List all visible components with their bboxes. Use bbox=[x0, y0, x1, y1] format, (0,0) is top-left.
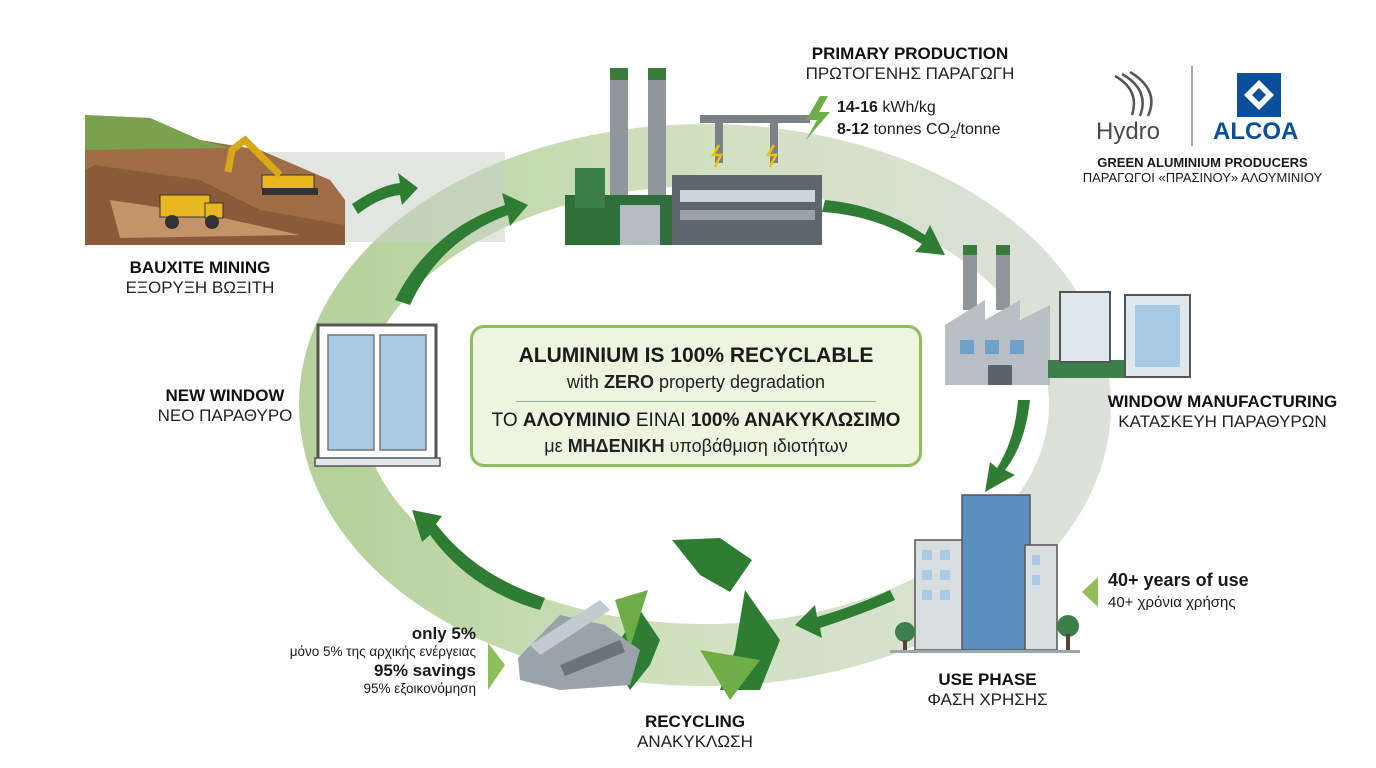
co2-tail: /tonne bbox=[956, 121, 1001, 138]
lightning-icon bbox=[806, 96, 830, 140]
recycling-accent-triangle bbox=[488, 643, 505, 690]
center-line-3: ΤΟ ΑΛΟΥΜΙΝΙΟ ΕΙΝΑΙ 100% ΑΝΑΚΥΚΛΩΣΙΜΟ bbox=[473, 410, 919, 432]
co2-unit: tonnes CO bbox=[869, 121, 950, 138]
alcoa-wordmark: ALCOA bbox=[1213, 118, 1299, 145]
arrow-mfg-to-use bbox=[985, 400, 1030, 492]
bauxite-title-gr: ΕΞΟΡΥΞΗ ΒΩΞΙΤΗ bbox=[125, 277, 275, 297]
center-line-2-zero: ZERO bbox=[603, 372, 654, 392]
tagline-gr: ΠΑΡΑΓΩΓΟΙ «ΠΡΑΣΙΝΟΥ» ΑΛΟΥΜΙΝΙΟΥ bbox=[1082, 169, 1323, 185]
years-of-use-en: 40+ years of use bbox=[1108, 570, 1249, 590]
new-window-illustration bbox=[314, 323, 441, 467]
arrow-mining-to-primary bbox=[352, 173, 418, 214]
hydro-logo-mark bbox=[1114, 70, 1153, 117]
center-message-box: ALUMINIUM IS 100% RECYCLABLE with ZERO p… bbox=[470, 325, 922, 467]
bauxite-title-en: BAUXITE MINING bbox=[129, 258, 271, 277]
center-line-1: ALUMINIUM IS 100% RECYCLABLE bbox=[518, 344, 874, 367]
new-window-title-en: NEW WINDOW bbox=[165, 386, 285, 405]
arrow-up-left bbox=[395, 193, 528, 305]
arrow-primary-to-mfg bbox=[822, 200, 945, 255]
center-line-4-b: ΜΗΔΕΝΙΚΗ bbox=[567, 436, 665, 456]
center-line-2-a: with bbox=[566, 372, 604, 392]
recycling-title-en: RECYCLING bbox=[644, 712, 746, 731]
flow-arrows bbox=[352, 173, 1030, 638]
center-line-3-d: 100% ΑΝΑΚΥΚΛΩΣΙΜΟ bbox=[690, 410, 901, 431]
use-phase-title-gr: ΦΑΣΗ ΧΡΗΣΗΣ bbox=[927, 689, 1048, 709]
energy-stat: 14-16 kWh/kg bbox=[837, 99, 936, 117]
only-5-percent: only 5% bbox=[411, 624, 476, 643]
label-new-window: NEW WINDOW ΝΕΟ ΠΑΡΑΘΥΡΟ bbox=[140, 386, 310, 425]
label-recycling: RECYCLING ΑΝΑΚΥΚΛΩΣΗ bbox=[600, 712, 790, 751]
window-mfg-title-gr: ΚΑΤΑΣΚΕΥΗ ΠΑΡΑΘΥΡΩΝ bbox=[1118, 411, 1327, 431]
center-line-3-a: ΤΟ bbox=[491, 410, 523, 431]
bauxite-mine-illustration bbox=[85, 115, 345, 245]
savings-95-percent: 95% savings bbox=[373, 660, 476, 680]
label-primary-production: PRIMARY PRODUCTION ΠΡΩΤΟΓΕΝΗΣ ΠΑΡΑΓΩΓΗ bbox=[790, 44, 1030, 83]
primary-title-gr: ΠΡΩΤΟΓΕΝΗΣ ΠΑΡΑΓΩΓΗ bbox=[805, 63, 1015, 83]
label-bauxite-mining: BAUXITE MINING ΕΞΟΡΥΞΗ ΒΩΞΙΤΗ bbox=[100, 258, 300, 297]
scrap-pile-illustration bbox=[518, 600, 640, 690]
recycling-energy-stats: only 5% μόνο 5% της αρχικής ενέργειας 95… bbox=[230, 624, 476, 697]
alcoa-logo-mark bbox=[1237, 73, 1281, 117]
center-line-4-a: με bbox=[544, 436, 568, 456]
window-factory-illustration bbox=[945, 245, 1191, 385]
recycling-title-gr: ΑΝΑΚΥΚΛΩΣΗ bbox=[637, 731, 753, 751]
window-mfg-title-en: WINDOW MANUFACTURING bbox=[1107, 392, 1338, 411]
co2-stat: 8-12 tonnes CO2/tonne bbox=[837, 121, 1001, 141]
years-of-use-gr: 40+ χρόνια χρήσης bbox=[1108, 594, 1236, 611]
smelter-illustration bbox=[565, 68, 822, 245]
center-line-3-b: ΑΛΟΥΜΙΝΙΟ bbox=[522, 410, 631, 431]
center-line-2: with ZERO property degradation bbox=[473, 372, 919, 393]
new-window-title-gr: ΝΕΟ ΠΑΡΑΘΥΡΟ bbox=[157, 405, 293, 425]
tagline-en: GREEN ALUMINIUM PRODUCERS bbox=[1097, 155, 1308, 170]
use-accent-triangle bbox=[1082, 577, 1098, 607]
arrow-recycling-to-window bbox=[412, 510, 545, 610]
label-window-manufacturing: WINDOW MANUFACTURING ΚΑΤΑΣΚΕΥΗ ΠΑΡΑΘΥΡΩΝ bbox=[1090, 392, 1355, 431]
only-5-percent-gr: μόνο 5% της αρχικής ενέργειας bbox=[289, 644, 476, 660]
primary-title-en: PRIMARY PRODUCTION bbox=[811, 44, 1009, 63]
buildings-illustration bbox=[890, 494, 1080, 653]
arrow-use-to-recycling bbox=[795, 590, 895, 638]
use-phase-title-en: USE PHASE bbox=[938, 670, 1037, 689]
energy-unit: kWh/kg bbox=[877, 99, 936, 116]
savings-95-percent-gr: 95% εξοικονόμηση bbox=[363, 680, 476, 696]
producers-tagline: GREEN ALUMINIUM PRODUCERS ΠΑΡΑΓΩΓΟΙ «ΠΡΑ… bbox=[1080, 155, 1325, 186]
center-divider bbox=[516, 401, 876, 402]
center-line-4: με ΜΗΔΕΝΙΚΗ υποβάθμιση ιδιοτήτων bbox=[473, 436, 919, 457]
energy-value: 14-16 bbox=[837, 99, 878, 116]
center-line-4-c: υποβάθμιση ιδιοτήτων bbox=[664, 436, 848, 456]
co2-subscript: 2 bbox=[949, 129, 957, 142]
co2-value: 8-12 bbox=[837, 121, 870, 138]
hydro-wordmark: Hydro bbox=[1096, 118, 1161, 145]
center-line-2-c: property degradation bbox=[653, 372, 826, 392]
label-use-phase: USE PHASE ΦΑΣΗ ΧΡΗΣΗΣ bbox=[900, 670, 1075, 709]
center-line-3-c: ΕΙΝΑΙ bbox=[630, 410, 691, 431]
